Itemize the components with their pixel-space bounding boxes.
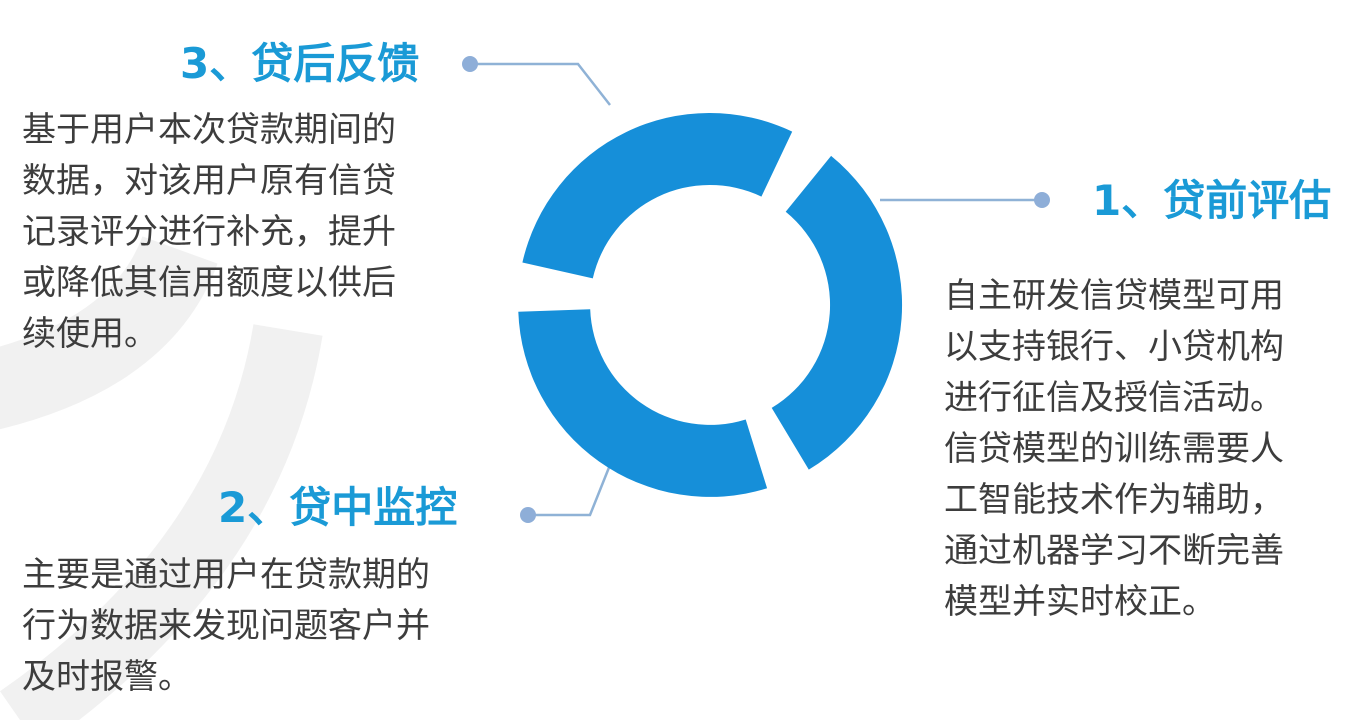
connector-dot-in-loan (520, 507, 536, 523)
connector-post-loan (462, 56, 611, 106)
ring-segment-pre-loan (771, 155, 903, 470)
pre-loan-line: 模型并实时校正。 (944, 582, 1216, 622)
post-loan-line: 或降低其信用额度以供后 (22, 263, 396, 303)
pre-loan-description: 自主研发信贷模型可用 以支持银行、小贷机构 进行征信及授信活动。 信贷模型的训练… (944, 271, 1284, 628)
pre-loan-line: 通过机器学习不断完善 (944, 531, 1284, 571)
post-loan-description: 基于用户本次贷款期间的 数据，对该用户原有信贷 记录评分进行补充，提升 或降低其… (22, 105, 396, 360)
pre-loan-heading: 1、贷前评估 (1092, 176, 1332, 225)
pre-loan-line: 进行征信及授信活动。 (944, 378, 1284, 418)
post-loan-line: 续使用。 (22, 314, 158, 354)
connector-pre-loan (880, 192, 1050, 208)
post-loan-line: 数据，对该用户原有信贷 (22, 161, 396, 201)
in-loan-line: 及时报警。 (22, 657, 192, 697)
connector-dot-post-loan (462, 56, 478, 72)
pre-loan-line: 以支持银行、小贷机构 (944, 327, 1284, 367)
pre-loan-line: 信贷模型的训练需要人 (944, 429, 1284, 469)
in-loan-description: 主要是通过用户在贷款期的 行为数据来发现问题客户并 及时报警。 (22, 550, 430, 703)
pre-loan-line: 自主研发信贷模型可用 (944, 276, 1284, 316)
ring-segment-post-loan (522, 112, 793, 279)
ring-segment-in-loan (518, 309, 768, 497)
in-loan-heading: 2、贷中监控 (218, 483, 458, 532)
connector-dot-pre-loan (1034, 192, 1050, 208)
in-loan-line: 主要是通过用户在贷款期的 (22, 555, 430, 595)
in-loan-line: 行为数据来发现问题客户并 (22, 606, 430, 646)
connector-in-loan (520, 464, 612, 523)
post-loan-line: 基于用户本次贷款期间的 (22, 110, 396, 150)
post-loan-heading: 3、贷后反馈 (180, 39, 420, 88)
post-loan-line: 记录评分进行补充，提升 (22, 212, 396, 252)
pre-loan-line: 工智能技术作为辅助， (944, 480, 1284, 520)
